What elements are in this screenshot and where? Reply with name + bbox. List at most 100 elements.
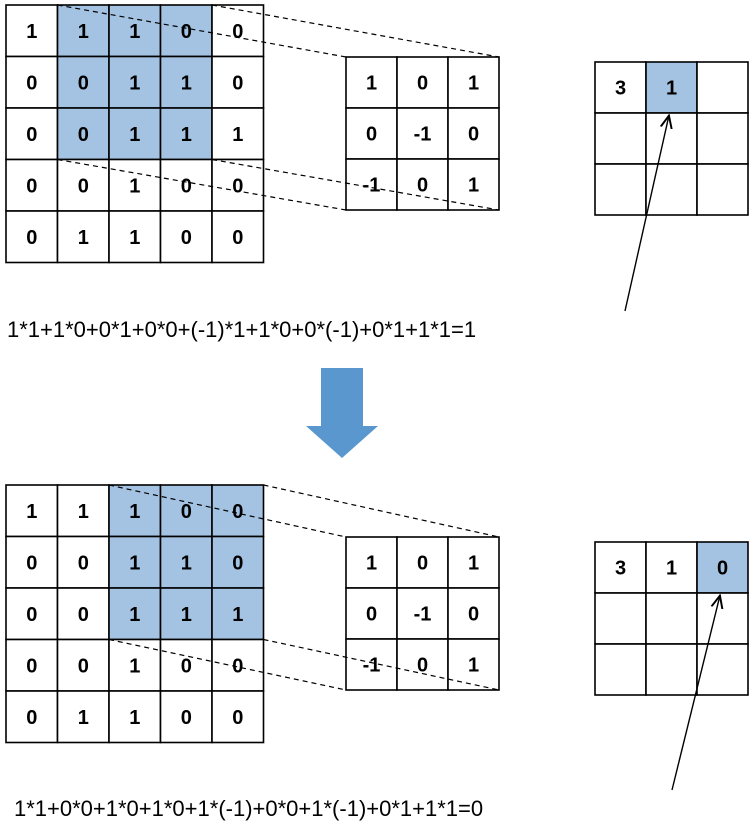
input-matrix-value: 1 [129,707,140,729]
output-matrix-cell [594,112,647,165]
input-matrix-value: 1 [78,21,89,43]
input-matrix-value: 0 [232,655,243,677]
input-matrix-value: 0 [232,175,243,197]
input-matrix-value: 1 [129,552,140,574]
input-matrix-cell [211,535,265,589]
input-matrix-cell [211,55,265,109]
input-matrix-value: 0 [78,72,89,94]
output-matrix-cell [696,592,749,645]
input-matrix-cell [56,690,110,744]
output-matrix-value: 1 [666,78,677,100]
kernel-matrix-value: 0 [468,604,479,626]
input-matrix-cell [5,638,59,692]
kernel-matrix-cell [396,587,449,640]
input-matrix-cell [56,107,110,161]
output-matrix-cell [696,541,749,594]
output-matrix-value: 1 [666,558,677,580]
kernel-matrix-value: -1 [363,655,381,677]
input-matrix-value: 0 [232,552,243,574]
input-matrix-value: 0 [181,501,192,523]
input-matrix-value: 1 [78,227,89,249]
input-matrix-cell [108,55,162,109]
kernel-matrix-value: -1 [414,124,432,146]
input-matrix-value: 0 [78,175,89,197]
kernel-matrix-value: 0 [366,124,377,146]
input-matrix-value: 1 [129,501,140,523]
input-matrix-value: 0 [78,124,89,146]
input-matrix-value: 1 [129,655,140,677]
output-matrix-value: 3 [615,78,626,100]
input-matrix-value: 1 [232,124,243,146]
input-matrix-cell [5,4,59,58]
input-matrix-cell [5,484,59,538]
output-matrix: 3 1 0 [594,541,749,696]
input-matrix-value: 1 [129,21,140,43]
input-matrix-cell [211,638,265,692]
output-matrix-cell [696,61,749,114]
input-matrix-value: 1 [129,604,140,626]
input-matrix-value: 1 [232,604,243,626]
input-matrix-cell [108,638,162,692]
input-matrix-cell [56,158,110,212]
input-matrix-value: 0 [26,227,37,249]
projection-line [108,484,347,538]
kernel-matrix-value: -1 [414,604,432,626]
kernel-matrix-cell [447,158,500,211]
input-matrix-value: 0 [232,501,243,523]
kernel-matrix-cell [447,536,500,589]
kernel-matrix-cell [345,107,398,160]
kernel-matrix-value: 0 [417,175,428,197]
output-matrix-cell [696,112,749,165]
projection-line [263,638,500,691]
input-matrix-value: 0 [26,604,37,626]
kernel-matrix-value: -1 [363,175,381,197]
input-matrix-value: 0 [181,175,192,197]
input-matrix-value: 0 [232,707,243,729]
kernel-matrix-value: 0 [417,553,428,575]
input-matrix-cell [5,210,59,264]
input-matrix-cell [5,55,59,109]
kernel-matrix-value: 1 [468,553,479,575]
output-matrix-cell [594,592,647,645]
input-matrix-cell [56,587,110,641]
formula-text: 1*1+1*0+0*1+0*0+(-1)*1+1*0+0*(-1)+0*1+1*… [7,317,476,342]
kernel-matrix-value: 1 [468,73,479,95]
output-matrix-value: 0 [717,558,728,580]
output-matrix-cell [645,61,698,114]
input-matrix-value: 0 [78,604,89,626]
input-matrix-cell [108,210,162,264]
input-matrix-value: 1 [181,124,192,146]
kernel-matrix-cell [447,638,500,691]
kernel-matrix-value: 1 [366,73,377,95]
kernel-matrix-cell [396,536,449,589]
input-matrix-value: 1 [78,501,89,523]
input-matrix-value: 0 [26,72,37,94]
output-matrix-cell [645,112,698,165]
output-matrix-cell [696,643,749,696]
input-matrix-cell [5,587,59,641]
output-matrix-value: 3 [615,558,626,580]
input-matrix-value: 0 [26,552,37,574]
output-matrix-cell [645,592,698,645]
pointer-arrow [624,116,669,312]
input-matrix-value: 1 [181,72,192,94]
input-matrix-value: 1 [129,72,140,94]
input-matrix-value: 0 [181,655,192,677]
input-matrix-value: 0 [181,227,192,249]
input-matrix-value: 0 [26,175,37,197]
input-matrix-value: 1 [26,501,37,523]
input-matrix-value: 1 [78,707,89,729]
kernel-matrix-cell [447,587,500,640]
pointer-arrow [671,596,720,791]
kernel-matrix-cell [447,107,500,160]
input-matrix-cell [159,690,213,744]
input-matrix-value: 1 [129,124,140,146]
input-matrix-value: 1 [181,604,192,626]
kernel-matrix-cell [396,56,449,109]
input-matrix-value: 0 [26,707,37,729]
kernel-matrix-value: 0 [417,655,428,677]
projection-line [263,484,500,538]
